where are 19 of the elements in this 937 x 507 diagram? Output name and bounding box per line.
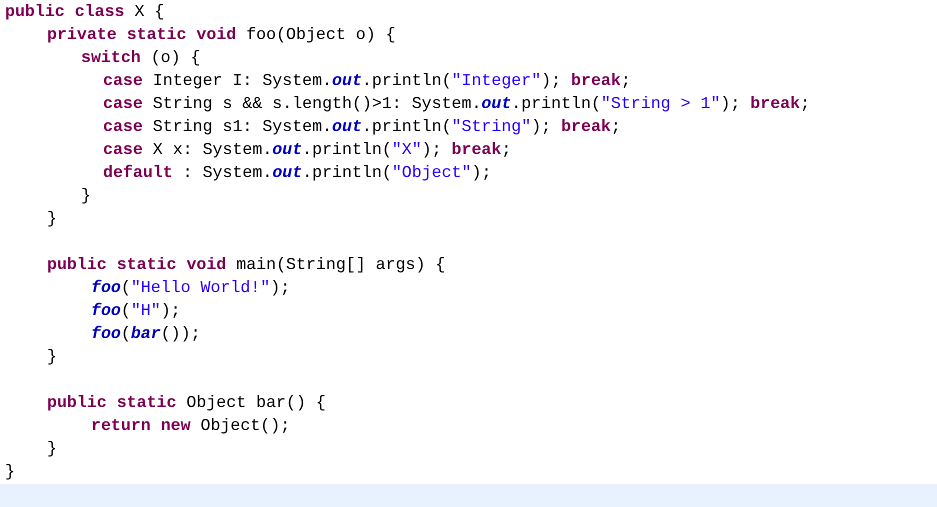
code-line: switch (o) { xyxy=(81,48,200,68)
code-line: foo("H"); xyxy=(91,301,181,321)
code-line: case X x: System.out.println("X"); break; xyxy=(103,140,512,160)
code-line: return new Object(); xyxy=(91,416,290,436)
code-line: foo("Hello World!"); xyxy=(91,278,290,298)
code-line: } xyxy=(47,439,57,459)
code-line: case String s && s.length()>1: System.out.println("String > 1"); break; xyxy=(103,94,810,114)
code-line: } xyxy=(81,186,91,206)
code-line: public static Object bar() { xyxy=(47,393,326,413)
code-line: public static void main(String[] args) { xyxy=(47,255,446,275)
code-line: } xyxy=(47,347,57,367)
code-line: case Integer I: System.out.println("Integer"); break; xyxy=(103,71,631,91)
code-line: } xyxy=(5,462,15,482)
code-line: private static void foo(Object o) { xyxy=(47,25,396,45)
code-line: case String s1: System.out.println("String"); break; xyxy=(103,117,621,137)
code-line: foo(bar()); xyxy=(91,324,201,344)
code-line: } xyxy=(47,209,57,229)
code-line: default : System.out.println("Object"); xyxy=(103,163,492,183)
code-line: public class X { xyxy=(5,2,164,22)
